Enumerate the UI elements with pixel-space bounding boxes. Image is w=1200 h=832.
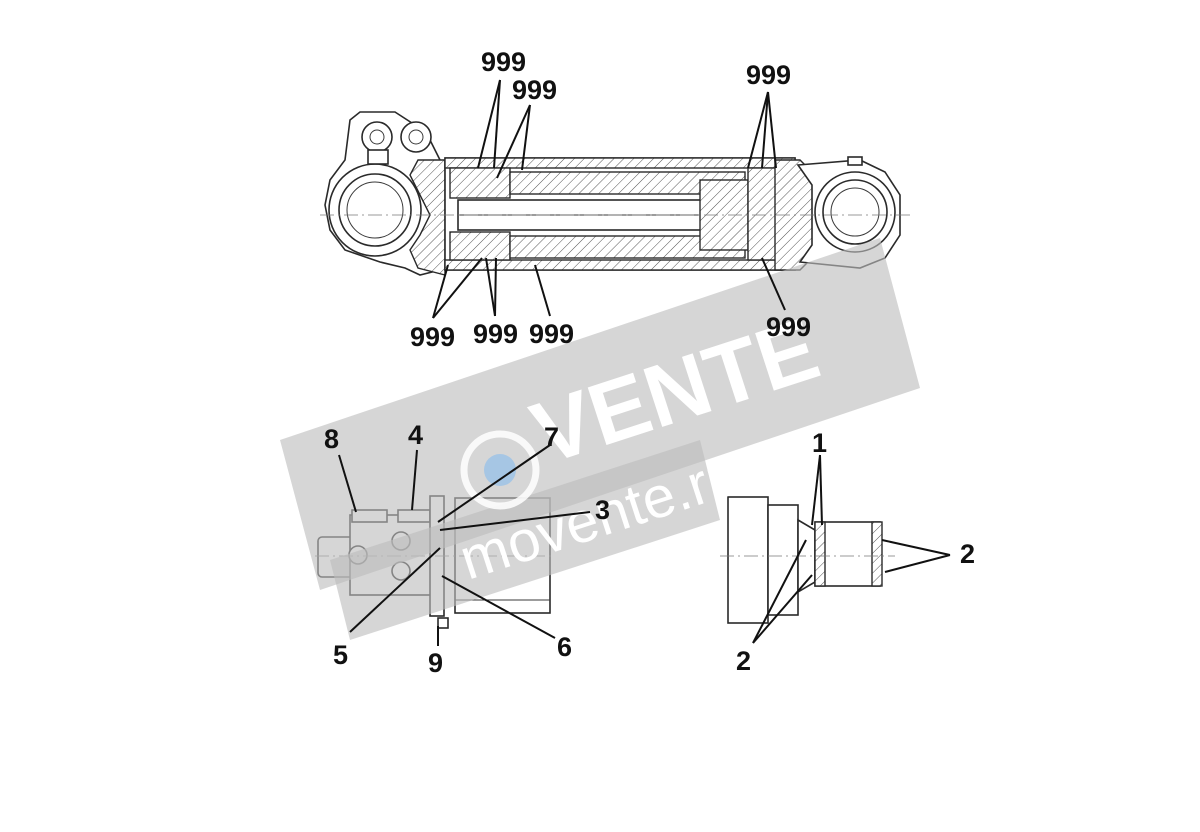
piston-nut <box>747 167 777 261</box>
valve-bolt-9 <box>437 617 449 629</box>
end-cap-step <box>767 504 799 616</box>
watermark-logo-icon <box>460 430 540 510</box>
barrel-wall-top <box>444 157 796 169</box>
end-cap-side <box>727 496 769 624</box>
callout-part-3: 3 <box>595 495 610 525</box>
callout-part-4: 4 <box>408 420 423 450</box>
fitting-left <box>361 121 393 153</box>
bearing-ring-left <box>814 521 826 587</box>
spherical-bearing <box>814 521 881 587</box>
callout-part-5: 5 <box>333 640 348 670</box>
leader-lines <box>338 79 951 646</box>
callout-part-7: 7 <box>544 422 559 452</box>
fitting-right <box>400 121 432 153</box>
callout-part-9: 9 <box>428 648 443 678</box>
watermark: VENTE movente.ru <box>280 238 920 640</box>
callout-top-seal-left-b: 999 <box>512 75 557 105</box>
gland-bottom <box>449 231 511 261</box>
callout-top-seal-left-a: 999 <box>481 47 526 77</box>
bearing-ring-right <box>871 521 883 587</box>
callout-bottom-seal-right: 999 <box>766 312 811 342</box>
watermark-band-lower <box>330 440 720 640</box>
callout-part-2-right: 2 <box>960 539 975 569</box>
callout-part-8: 8 <box>324 424 339 454</box>
watermark-band <box>280 238 920 590</box>
rod-eye-view <box>720 496 895 624</box>
barrel-wall-bottom <box>444 259 796 271</box>
callout-bottom-seal-left-c: 999 <box>529 319 574 349</box>
gland-top <box>449 167 511 199</box>
callout-bottom-seal-left-a: 999 <box>410 322 455 352</box>
callout-part-1: 1 <box>812 428 827 458</box>
cylinder-section-view <box>320 111 910 276</box>
callout-part-6: 6 <box>557 632 572 662</box>
callout-part-2-bottom: 2 <box>736 646 751 676</box>
front-eye-bushing <box>822 179 888 245</box>
callout-top-seal-right: 999 <box>746 60 791 90</box>
callout-labels: 999 999 999 999 999 999 999 8 4 7 3 5 9 … <box>324 47 975 678</box>
rear-eye-bushing <box>338 173 412 247</box>
callout-bottom-seal-left-b: 999 <box>473 319 518 349</box>
